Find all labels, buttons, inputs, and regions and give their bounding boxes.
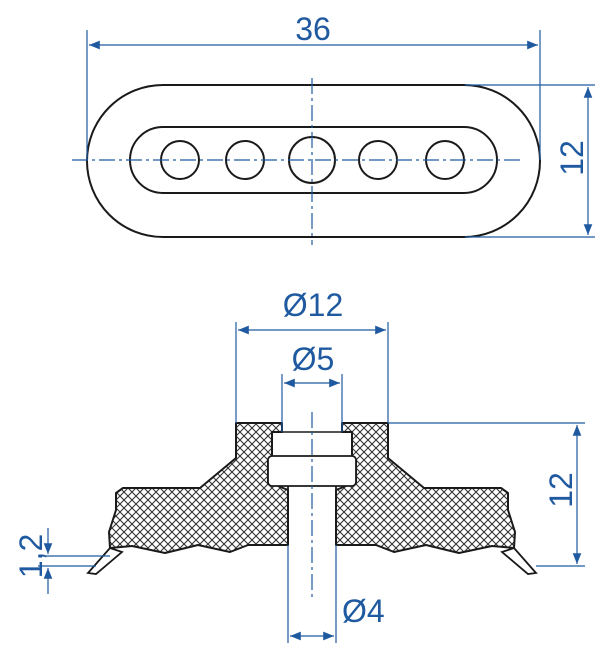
dim-bore-diameter: Ø4 <box>287 545 385 643</box>
dim-top-height: 12 <box>465 84 595 238</box>
section-view <box>86 412 538 598</box>
section-body-right <box>335 422 516 554</box>
section-body-left <box>108 422 289 554</box>
lip-right <box>500 546 538 575</box>
dim-top-width-label: 36 <box>295 11 331 47</box>
dim-height-label: 12 <box>543 472 579 508</box>
dim-outer-diameter: Ø12 <box>235 287 389 423</box>
lip-left <box>86 546 124 575</box>
top-view <box>72 78 541 245</box>
top-outer-outline <box>86 84 541 238</box>
dim-inner-diameter-label: Ø5 <box>292 341 335 377</box>
dim-lip-thickness-label: 1,2 <box>13 534 49 578</box>
dim-top-width: 36 <box>86 11 541 160</box>
dim-outer-diameter-label: Ø12 <box>283 287 343 323</box>
dim-height: 12 <box>388 422 585 567</box>
dim-inner-diameter: Ø5 <box>281 341 343 432</box>
dim-bore-diameter-label: Ø4 <box>342 593 385 629</box>
dim-top-height-label: 12 <box>554 140 590 176</box>
dim-lip-thickness: 1,2 <box>13 528 110 594</box>
